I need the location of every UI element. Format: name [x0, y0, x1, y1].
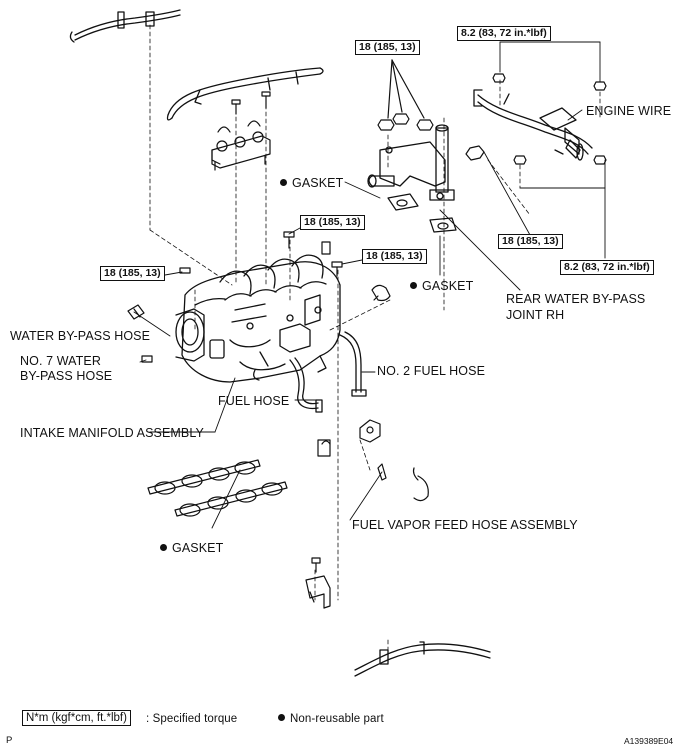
rear-water-bypass-joint — [367, 124, 455, 201]
fuel-hose — [289, 357, 323, 413]
legend-torque-desc: : Specified torque — [146, 713, 238, 725]
water-outlet-bracket — [211, 120, 271, 171]
engine-wire-harness — [473, 89, 593, 161]
fuel-vapor-parts — [317, 419, 429, 502]
small-nuts-engine-wire — [492, 73, 607, 165]
label-fuel-hose: FUEL HOSE — [218, 394, 290, 408]
torque-callout-engine-wire-top: 8.2 (83, 72 in.*lbf) — [457, 26, 551, 41]
torque-callout-joint-nut: 18 (185, 13) — [498, 234, 563, 249]
label-gasket-bottom: GASKET — [160, 541, 223, 555]
joint-nut — [465, 145, 485, 161]
no2-fuel-hose — [339, 331, 367, 397]
label-gasket-mid: GASKET — [410, 279, 473, 293]
label-no7-water-bypass-line1: NO. 7 WATER — [20, 354, 101, 368]
legend-nonreusable: Non-reusable part — [278, 712, 384, 726]
small-gaskets — [387, 193, 457, 233]
manifold-bolts — [179, 231, 343, 277]
non-reusable-dot-icon — [278, 714, 285, 721]
torque-callout-nuts: 18 (185, 13) — [355, 40, 420, 55]
label-fuel-vapor-feed-hose: FUEL VAPOR FEED HOSE ASSEMBLY — [352, 518, 578, 532]
torque-callout-manifold-bolt: 18 (185, 13) — [300, 215, 365, 230]
label-no2-fuel-hose: NO. 2 FUEL HOSE — [377, 364, 486, 378]
non-reusable-dot-icon — [280, 179, 287, 186]
water-bypass-pipe — [166, 67, 324, 121]
label-no7-water-bypass-line2: BY-PASS HOSE — [20, 369, 113, 383]
footer-reference-code: A139389E04 — [624, 736, 674, 746]
label-engine-wire: ENGINE WIRE — [586, 104, 672, 118]
no7-water-bypass-hose-part — [141, 355, 153, 363]
torque-callout-left-nut: 18 (185, 13) — [100, 266, 165, 281]
legend-torque-units: N*m (kgf*cm, ft.*lbf) — [22, 710, 131, 726]
label-gasket-top: GASKET — [280, 176, 343, 190]
leader-lines — [133, 41, 606, 529]
bottom-bracket — [305, 557, 331, 609]
torque-callout-engine-wire-bottom: 8.2 (83, 72 in.*lbf) — [560, 260, 654, 275]
hose-connector-right — [371, 284, 391, 302]
intake-manifold-assembly — [175, 254, 341, 383]
top-bolts — [231, 91, 271, 115]
top-wire-harness — [69, 9, 181, 43]
three-nuts — [377, 59, 434, 131]
non-reusable-dot-icon — [160, 544, 167, 551]
label-intake-manifold-assembly: INTAKE MANIFOLD ASSEMBLY — [20, 426, 204, 440]
label-rear-water-bypass-line1: REAR WATER BY-PASS — [506, 292, 646, 306]
alignment-lines — [149, 24, 606, 661]
label-rear-water-bypass-line2: JOINT RH — [506, 308, 565, 322]
bottom-wire — [354, 641, 491, 677]
intake-gaskets — [147, 459, 288, 517]
label-water-bypass-hose: WATER BY-PASS HOSE — [10, 329, 151, 343]
footer-letter: P — [6, 735, 13, 746]
non-reusable-dot-icon — [410, 282, 417, 289]
torque-callout-right-bolt: 18 (185, 13) — [362, 249, 427, 264]
